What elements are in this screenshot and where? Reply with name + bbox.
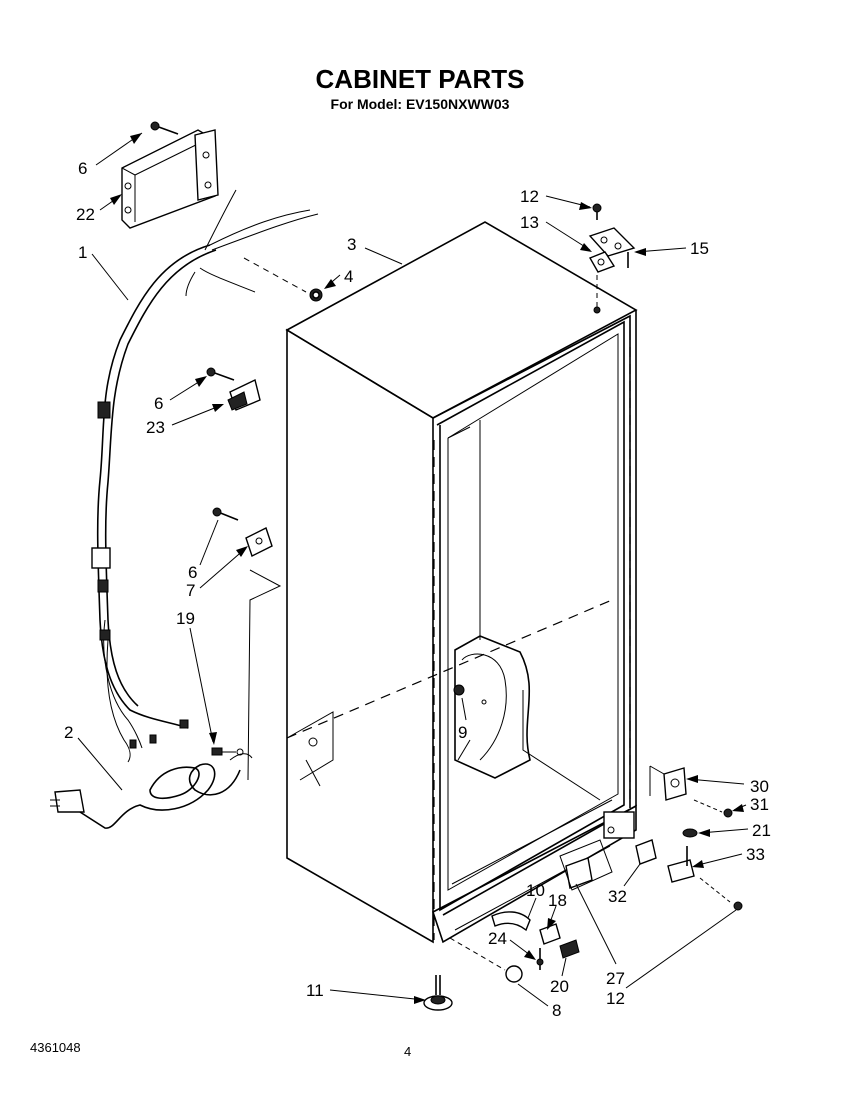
callout-1: 1 [78,243,87,262]
callout-2: 2 [64,723,73,742]
callout-30: 30 [750,777,769,796]
callout-12b: 12 [606,989,625,1008]
power-cord [50,753,253,829]
callout-12a: 12 [520,187,539,206]
bracket-7 [212,507,282,781]
page-title: CABINET PARTS [315,64,525,94]
callout-11: 11 [306,981,324,1000]
model-subtitle: For Model: EV150NXWW03 [330,96,510,112]
callout-33: 33 [746,845,765,864]
callout-21: 21 [752,821,771,840]
document-number: 4361048 [30,1040,81,1055]
bracket-23 [206,367,261,411]
wire-harness [91,189,319,763]
callout-24: 24 [488,929,507,948]
callout-13: 13 [520,213,539,232]
callout-20: 20 [550,977,569,996]
callout-19: 19 [176,609,195,628]
leader-lines [77,132,749,1007]
callout-10: 10 [526,881,545,900]
bottom-parts [423,839,613,1011]
callout-6a: 6 [78,159,87,178]
bottom-hinge-parts [635,765,743,911]
bracket-22 [121,121,219,229]
callout-3: 3 [347,235,356,254]
callout-27: 27 [606,969,625,988]
nut-4 [243,257,323,302]
callout-4: 4 [344,267,353,286]
part-19 [211,747,244,756]
callout-7: 7 [186,581,195,600]
callout-32: 32 [608,887,627,906]
callout-15: 15 [690,239,709,258]
page-number: 4 [404,1044,412,1059]
top-hinge [588,203,636,314]
callout-labels: 6 22 1 3 4 6 23 6 7 19 2 12 13 15 9 30 3… [64,159,771,1020]
cabinet-shell [285,221,638,944]
callout-9: 9 [458,723,467,742]
callout-23: 23 [146,418,165,437]
callout-18: 18 [548,891,567,910]
callout-31: 31 [750,795,769,814]
callout-6b: 6 [154,394,163,413]
callout-6c: 6 [188,563,197,582]
callout-22: 22 [76,205,95,224]
callout-8: 8 [552,1001,561,1020]
